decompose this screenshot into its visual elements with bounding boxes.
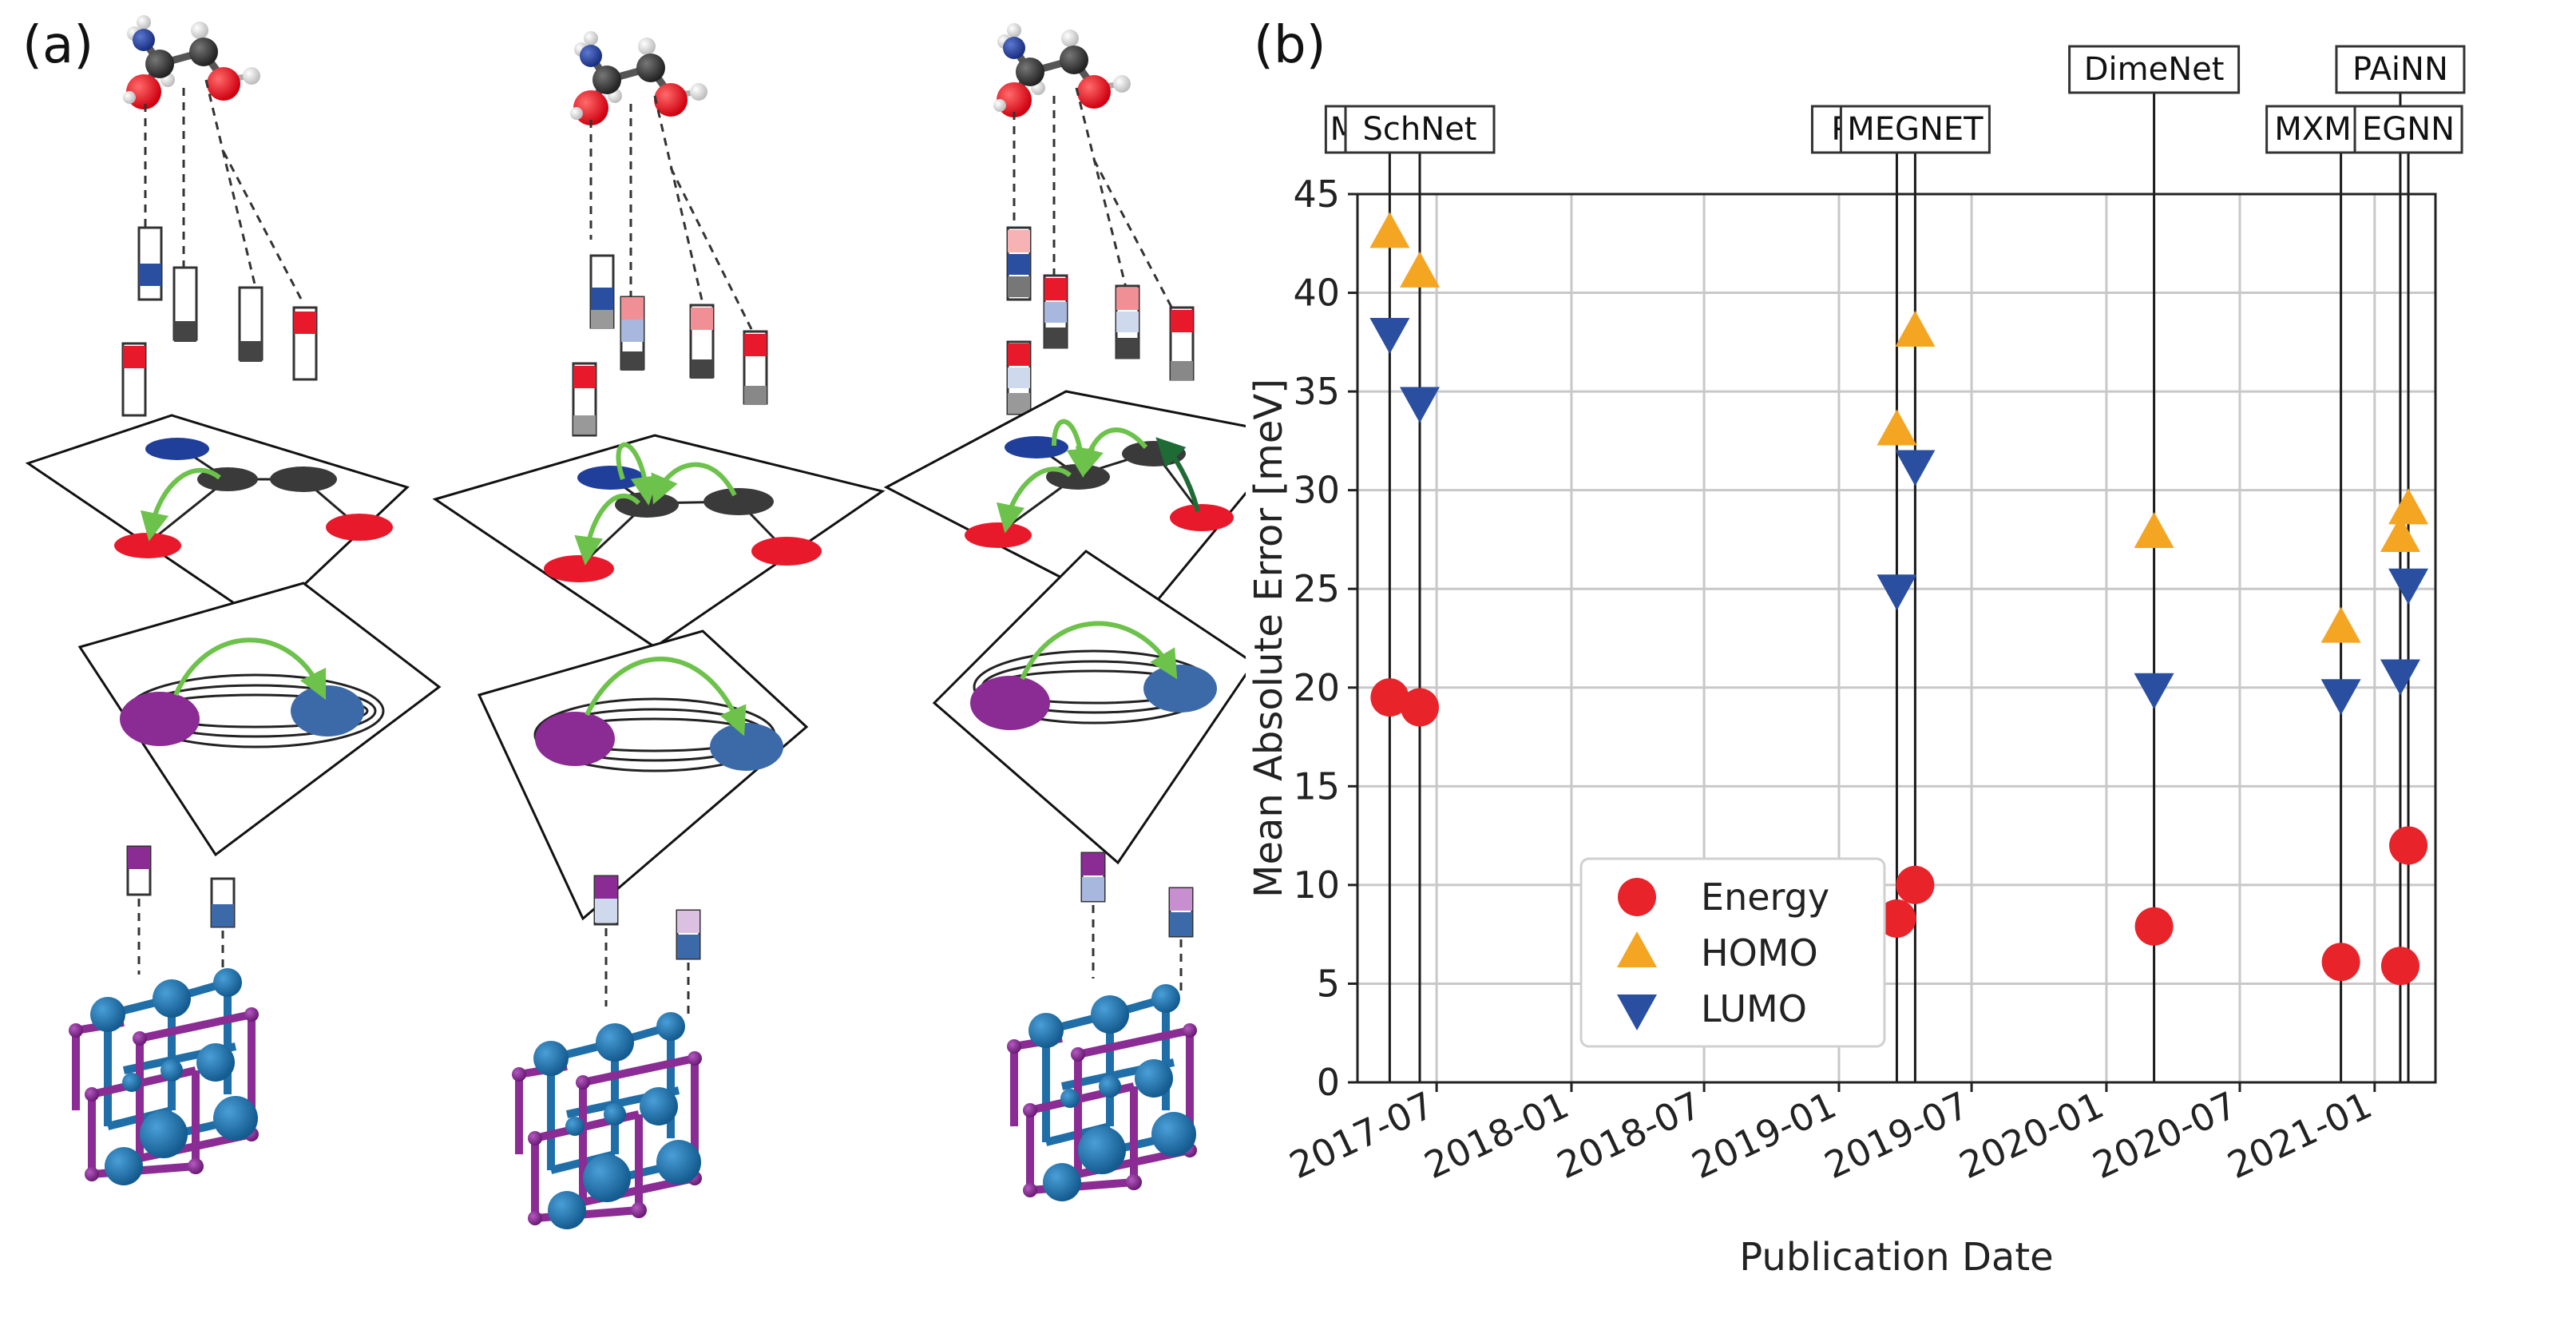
- energy-marker: [1370, 678, 1409, 717]
- legend-label: HOMO: [1701, 931, 1818, 975]
- y-tick-label: 20: [1293, 666, 1340, 709]
- homo-marker: [1895, 310, 1936, 347]
- model-illustration: (a): [22, 0, 1246, 1322]
- y-tick-label: 5: [1317, 962, 1340, 1005]
- x-tick-label: 2018-07: [1551, 1083, 1708, 1187]
- molecular-graph-plane: [432, 434, 886, 649]
- crystal-graph-plane: [477, 629, 809, 921]
- y-tick-label: 10: [1293, 863, 1340, 907]
- y-tick-label: 40: [1293, 272, 1340, 315]
- energy-marker: [1877, 899, 1916, 938]
- molecule-model: [570, 31, 707, 125]
- crystal-feature-vectors: [593, 875, 701, 1014]
- crystal-graph: [970, 621, 1217, 730]
- energy-marker: [2134, 907, 2174, 946]
- crystal-graph-plane: [932, 550, 1246, 865]
- model-label-box: [1344, 105, 1496, 154]
- mae-vs-date-chart: (b) MPGNNSchNetPhysNetMEGNETDimeNetMXMNe…: [1246, 16, 2466, 1280]
- energy-marker: [1401, 688, 1440, 727]
- molecular-graph: [965, 419, 1234, 548]
- model-label: MEGNET: [1847, 111, 1984, 148]
- homo-marker: [2388, 488, 2429, 525]
- lumo-marker: [2134, 673, 2174, 709]
- illustration-column-2: [432, 31, 886, 1229]
- feature-vectors: [121, 226, 318, 417]
- panel-b-label: (b): [1254, 16, 1326, 75]
- homo-marker: [2320, 606, 2361, 643]
- x-axis-label: Publication Date: [1739, 1235, 2053, 1280]
- homo-marker: [1400, 251, 1441, 288]
- data-markers: [1369, 212, 2429, 986]
- y-axis-label: Mean Absolute Error [meV]: [1246, 379, 1291, 898]
- panel-a-label: (a): [22, 16, 93, 75]
- molecule-model: [993, 23, 1131, 117]
- homo-marker: [1369, 212, 1410, 248]
- x-tick-label: 2019-01: [1686, 1083, 1843, 1187]
- energy-marker: [2389, 826, 2428, 865]
- feature-vectors: [1006, 226, 1195, 415]
- x-tick-label: 2020-07: [2087, 1083, 2244, 1187]
- model-label: DimeNet: [2084, 51, 2225, 88]
- x-tick-label: 2019-07: [1818, 1083, 1976, 1187]
- homo-marker: [2380, 515, 2420, 552]
- y-tick-label: 35: [1293, 370, 1340, 413]
- homo-marker: [1877, 409, 1917, 446]
- model-label-box: [1839, 105, 1991, 154]
- plot-frame: [1356, 193, 2437, 1084]
- y-tick-label: 0: [1317, 1061, 1340, 1104]
- x-tick-label: 2020-01: [1953, 1083, 2110, 1187]
- crystal-feature-vectors: [1080, 852, 1194, 991]
- molecule-model: [123, 15, 260, 109]
- model-label: SchNet: [1363, 111, 1477, 148]
- crystal-model: [69, 968, 259, 1185]
- lumo-marker: [2380, 659, 2420, 696]
- y-tick-label: 25: [1293, 567, 1340, 610]
- model-label-box: [2353, 105, 2463, 154]
- model-label-box: [2068, 45, 2241, 94]
- energy-marker: [2380, 947, 2419, 986]
- y-tick-label: 45: [1293, 173, 1340, 216]
- x-tick-label: 2018-01: [1418, 1083, 1575, 1187]
- homo-marker: [2134, 512, 2174, 549]
- lumo-marker: [1400, 387, 1441, 423]
- legend-label: Energy: [1701, 875, 1829, 919]
- lumo-marker: [2388, 568, 2429, 605]
- crystal-model: [512, 1012, 702, 1229]
- lumo-marker: [2320, 679, 2361, 716]
- legend-homo-marker: [1617, 931, 1657, 967]
- model-label: PAiNN: [2352, 51, 2448, 88]
- molecular-graph: [544, 442, 822, 582]
- legend-lumo-marker: [1617, 994, 1657, 1030]
- model-labels: MPGNNSchNetPhysNetMEGNETDimeNetMXMNetPAi…: [1324, 45, 2466, 154]
- illustration-column-3: [883, 23, 1246, 1201]
- crystal-graph: [120, 637, 385, 748]
- y-tick-label: 30: [1293, 469, 1340, 512]
- crystal-graph: [533, 657, 783, 772]
- crystal-model: [1007, 984, 1197, 1201]
- model-label-box: [2335, 45, 2466, 94]
- y-tick-label: 15: [1293, 764, 1340, 808]
- energy-marker: [1896, 865, 1935, 904]
- legend-energy-marker: [1618, 878, 1656, 916]
- legend-box: [1579, 857, 1886, 1048]
- crystal-graph-plane: [77, 582, 442, 857]
- crystal-feature-vectors: [126, 845, 236, 983]
- lumo-marker: [1895, 450, 1936, 486]
- x-tick-label: 2021-01: [2221, 1083, 2378, 1187]
- x-tick-label: 2017-07: [1283, 1083, 1441, 1187]
- legend-label: LUMO: [1701, 987, 1807, 1030]
- lumo-marker: [1877, 574, 1917, 611]
- feature-vectors: [572, 254, 768, 437]
- molecular-graph: [114, 438, 393, 558]
- energy-marker: [2321, 943, 2360, 982]
- model-label: EGNN: [2362, 111, 2455, 148]
- illustration-column-1: [25, 15, 442, 1185]
- lumo-marker: [1369, 317, 1410, 354]
